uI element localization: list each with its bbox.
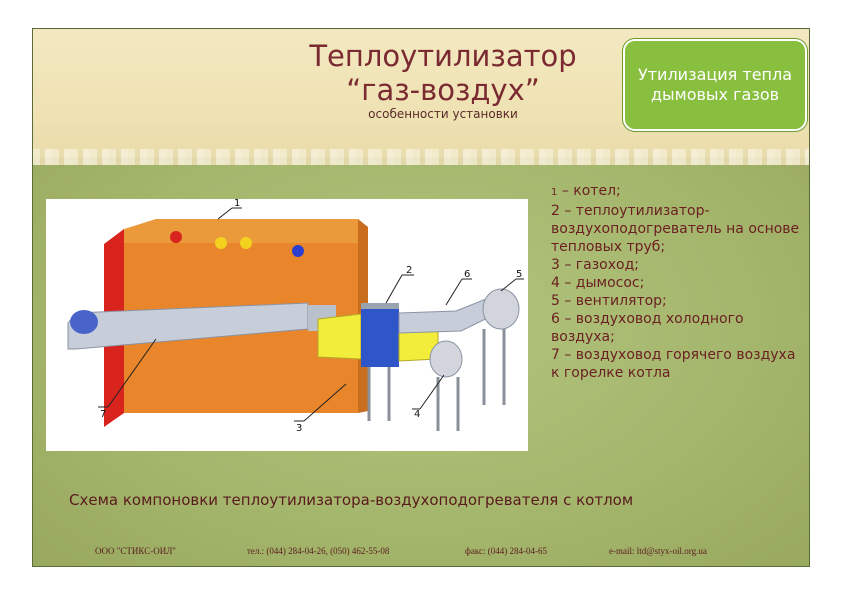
fan <box>482 288 520 330</box>
legend-item: 5 – вентилятор; <box>551 293 667 309</box>
heat-exchanger <box>361 307 399 367</box>
label-7: 7 <box>100 409 106 420</box>
boiler-nozzle-blue <box>292 245 304 257</box>
footer-email[interactable]: e-mail: ltd@styx-oil.org.ua <box>609 546 707 556</box>
diagram-caption: Схема компоновки теплоутилизатора-воздух… <box>69 491 634 509</box>
stands <box>367 329 506 431</box>
legend-item: 1 – котел; <box>551 182 801 202</box>
legend-item-1-number: 1 <box>551 187 558 198</box>
footer-phone: тел.: (044) 284-04-26, (050) 462-55-08 <box>247 546 390 556</box>
legend: 1 – котел; 2 – теплоутилизатор-воздухопо… <box>551 182 801 382</box>
flue-duct <box>317 313 362 360</box>
label-5: 5 <box>516 269 522 280</box>
label-3: 3 <box>296 423 302 434</box>
equipment-diagram: 1 2 3 4 5 6 7 <box>46 198 528 451</box>
page-title: Теплоутилизатор “газ-воздух” особенности… <box>233 39 653 121</box>
title-line-2: “газ-воздух” <box>346 73 540 107</box>
slide: Теплоутилизатор “газ-воздух” особенности… <box>32 28 810 567</box>
boiler-top <box>124 219 358 243</box>
label-4: 4 <box>414 409 420 420</box>
legend-item-1-text: – котел; <box>557 183 621 199</box>
legend-item: 2 – теплоутилизатор-воздухоподогреватель… <box>551 203 800 255</box>
legend-item: 7 – воздуховод горячего воздуха к горелк… <box>551 347 796 381</box>
boiler-nozzle-red <box>170 231 182 243</box>
legend-item: 4 – дымосос; <box>551 275 645 291</box>
diagram-labels: 1 2 3 4 5 6 7 <box>100 198 522 434</box>
boiler-nozzle-yellow-2 <box>240 237 252 249</box>
label-6: 6 <box>464 269 470 280</box>
label-1: 1 <box>234 199 240 209</box>
badge-text: Утилизация тепла дымовых газов <box>637 65 793 104</box>
legend-item: 3 – газоход; <box>551 257 639 273</box>
footer-fax: факс: (044) 284-04-65 <box>465 546 547 556</box>
diagram-svg: 1 2 3 4 5 6 7 <box>67 198 524 434</box>
title-line-1: Теплоутилизатор <box>309 39 577 73</box>
boiler-nozzle-yellow-1 <box>215 237 227 249</box>
torn-edge <box>33 149 809 169</box>
label-2: 2 <box>406 265 412 276</box>
footer-company: ООО "СТИКС-ОИЛ" <box>95 546 176 556</box>
smoke-exhauster <box>429 340 463 378</box>
heat-exchanger-top <box>361 303 399 309</box>
subtitle: особенности установки <box>368 107 518 121</box>
legend-item: 6 – воздуховод холодного воздуха; <box>551 311 744 345</box>
topic-badge: Утилизация тепла дымовых газов <box>623 39 807 131</box>
burner-connector <box>70 310 98 334</box>
leader-lines <box>98 207 524 422</box>
